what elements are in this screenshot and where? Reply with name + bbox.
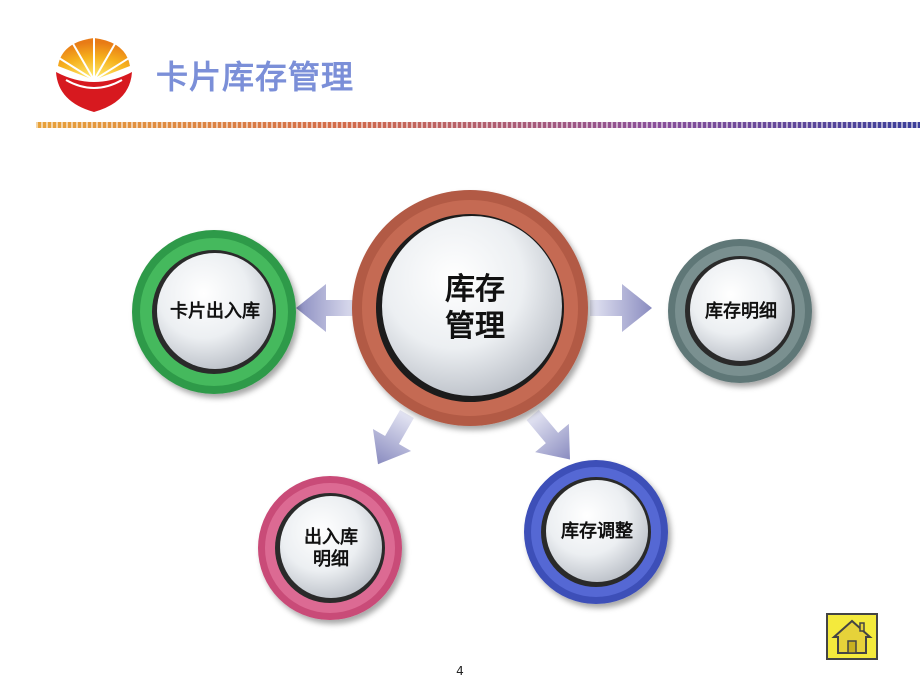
arrow-down-left (372, 410, 414, 465)
page-title: 卡片库存管理 (156, 58, 355, 96)
logo-icon (56, 38, 132, 112)
node-inventory-detail[interactable] (668, 239, 812, 383)
home-button[interactable] (826, 613, 878, 660)
arrow-down-right (526, 409, 570, 460)
header-divider (36, 122, 920, 128)
node-inventory-adjust[interactable] (524, 460, 668, 604)
center-node-label: 库存 管理 (445, 271, 505, 345)
home-icon (831, 619, 873, 654)
node-in-out-detail-label: 出入库 明细 (304, 526, 358, 571)
node-card-in-out[interactable] (132, 230, 296, 394)
node-card-in-out-label: 卡片出入库 (170, 300, 260, 322)
node-inventory-adjust-label: 库存调整 (561, 520, 633, 542)
page-number: 4 (456, 664, 464, 678)
node-inventory-detail-label: 库存明细 (705, 300, 777, 322)
arrow-right (590, 284, 652, 332)
center-node[interactable] (352, 190, 588, 426)
node-in-out-detail[interactable] (258, 476, 402, 620)
arrow-left (296, 284, 360, 332)
